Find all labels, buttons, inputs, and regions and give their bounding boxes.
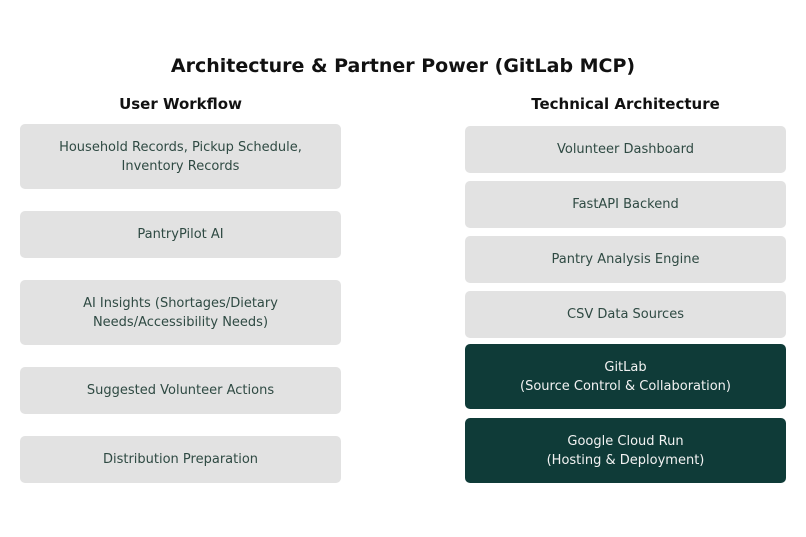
arch-box-csv-sources: CSV Data Sources: [465, 291, 786, 338]
user-workflow-heading: User Workflow: [119, 95, 242, 113]
workflow-box-pantrypilot-ai-label: PantryPilot AI: [137, 227, 224, 242]
workflow-box-distribution: Distribution Preparation: [20, 436, 341, 483]
workflow-box-pantrypilot-ai: PantryPilot AI: [20, 211, 341, 258]
workflow-box-volunteer-actions-label: Suggested Volunteer Actions: [86, 383, 275, 398]
arch-box-volunteer-dashboard: Volunteer Dashboard: [465, 126, 786, 173]
arch-box-csv-sources-label: CSV Data Sources: [567, 307, 684, 322]
workflow-box-distribution-label: Distribution Preparation: [102, 452, 259, 467]
arch-box-gitlab: GitLab (Source Control & Collaboration): [465, 344, 786, 409]
arch-box-google-cloud-run: Google Cloud Run (Hosting & Deployment): [465, 418, 786, 483]
arch-box-analysis-engine: Pantry Analysis Engine: [465, 236, 786, 283]
arch-box-google-cloud-run-label: Google Cloud Run (Hosting & Deployment): [546, 433, 705, 468]
arch-box-analysis-engine-label: Pantry Analysis Engine: [551, 252, 700, 267]
arch-box-fastapi-backend: FastAPI Backend: [465, 181, 786, 228]
workflow-box-records-label: Household Records, Pickup Schedule, Inve…: [59, 139, 302, 174]
technical-architecture-heading: Technical Architecture: [531, 95, 720, 113]
diagram-title: Architecture & Partner Power (GitLab MCP…: [170, 55, 636, 77]
workflow-box-ai-insights-label: AI Insights (Shortages/Dietary Needs/Acc…: [83, 295, 278, 330]
arch-box-volunteer-dashboard-label: Volunteer Dashboard: [556, 142, 695, 157]
arch-box-fastapi-backend-label: FastAPI Backend: [572, 197, 679, 212]
workflow-box-records: Household Records, Pickup Schedule, Inve…: [20, 124, 341, 189]
arch-box-gitlab-label: GitLab (Source Control & Collaboration): [520, 359, 731, 394]
workflow-box-volunteer-actions: Suggested Volunteer Actions: [20, 367, 341, 414]
workflow-box-ai-insights: AI Insights (Shortages/Dietary Needs/Acc…: [20, 280, 341, 345]
